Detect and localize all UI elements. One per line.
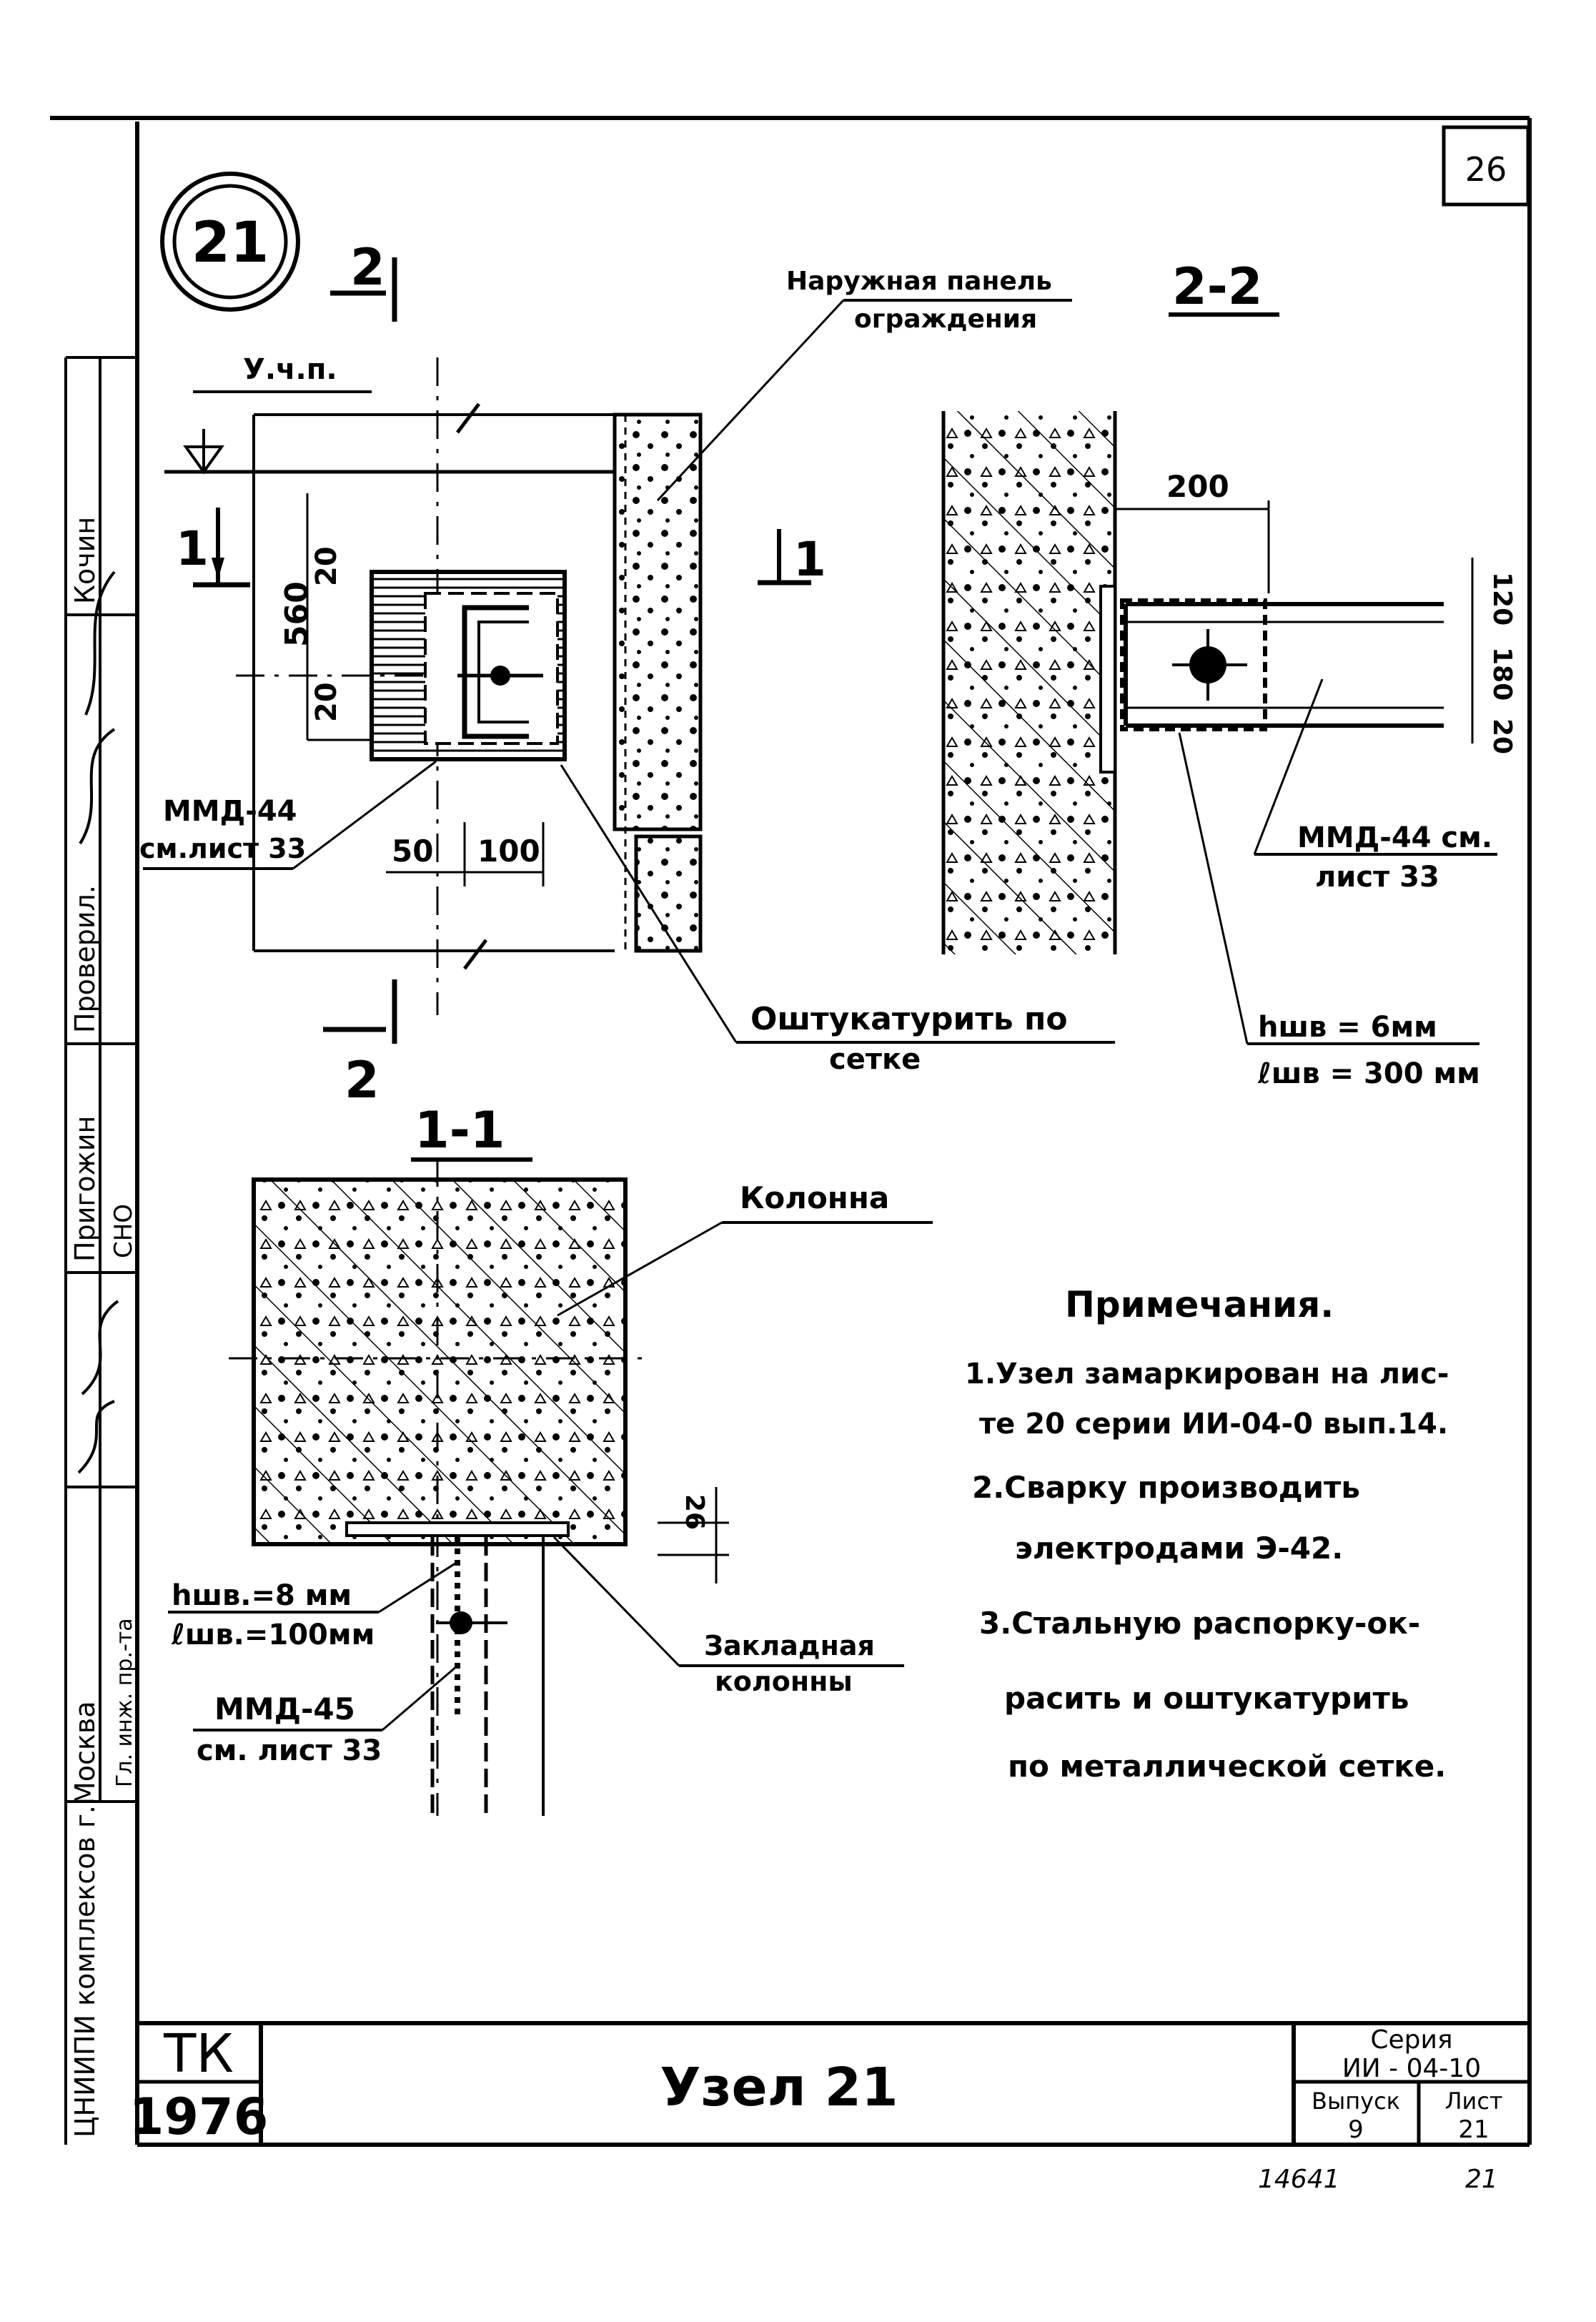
callout-embedded: Закладная колонны [552, 1536, 904, 1697]
svg-text:560: 560 [279, 581, 315, 647]
callout-mmd44-left: ММД-44 см.лист 33 [139, 760, 437, 870]
svg-text:9: 9 [1348, 2115, 1364, 2144]
svg-text:hшв.=8 мм: hшв.=8 мм [172, 1579, 352, 1612]
callout-weld-left: hшв.=8 мм ℓшв.=100мм [168, 1561, 458, 1651]
svg-text:3.Стальную распорку-ок-: 3.Стальную распорку-ок- [979, 1606, 1420, 1641]
svg-text:колонны: колонны [715, 1666, 853, 1697]
svg-text:ММД-44: ММД-44 [163, 795, 297, 828]
svg-text:СНО: СНО [109, 1204, 138, 1258]
svg-text:Лист: Лист [1444, 2088, 1502, 2115]
notes: Примечания. 1.Узел замаркирован на лис- … [965, 1284, 1449, 1784]
section-1-1: 1-1 26 [229, 1101, 729, 1816]
svg-text:120: 120 [1487, 572, 1517, 626]
svg-text:Гл. инж. пр.-та: Гл. инж. пр.-та [112, 1618, 137, 1787]
cut-mark-2-bottom: 2 [345, 1051, 380, 1110]
callout-column: Колонна [557, 1180, 933, 1317]
title-tk: ТК [163, 2023, 234, 2085]
svg-text:те 20 серии ИИ-04-0 вып.14.: те 20 серии ИИ-04-0 вып.14. [979, 1408, 1448, 1441]
callout-mmd44-right: ММД-44 см. лист 33 [1253, 678, 1497, 894]
svg-text:Наружная панель: Наружная панель [786, 267, 1052, 296]
cut-mark-2-top: 2 [350, 238, 385, 297]
bottom-note-left: 14641 [1258, 2165, 1340, 2194]
svg-text:электродами Э-42.: электродами Э-42. [1015, 1531, 1343, 1566]
svg-text:по металлической сетке.: по металлической сетке. [1008, 1749, 1446, 1784]
svg-text:У.ч.п.: У.ч.п. [243, 353, 337, 386]
svg-text:1-1: 1-1 [415, 1101, 505, 1160]
svg-text:см. лист 33: см. лист 33 [197, 1734, 382, 1767]
svg-text:hшв = 6мм: hшв = 6мм [1258, 1011, 1437, 1044]
svg-text:50: 50 [392, 834, 433, 869]
svg-text:Проверил.: Проверил. [69, 885, 101, 1033]
svg-text:26: 26 [680, 1494, 709, 1530]
svg-text:Пригожин: Пригожин [69, 1116, 101, 1262]
node-marker: 21 [160, 172, 300, 312]
svg-text:ИИ - 04-10: ИИ - 04-10 [1342, 2054, 1481, 2083]
plan-view: 2 2 1 1 У.ч.п. [164, 238, 826, 1110]
svg-text:сетке: сетке [829, 1043, 921, 1076]
svg-text:20: 20 [310, 682, 343, 722]
svg-text:см.лист 33: см.лист 33 [139, 833, 306, 864]
callout-plaster: Оштукатурить по сетке [560, 764, 1115, 1076]
svg-text:100: 100 [477, 834, 540, 869]
title-year: 1976 [129, 2088, 269, 2146]
svg-text:21: 21 [192, 211, 269, 275]
section-2-2: 2-2 200 120 180 20 [941, 257, 1517, 954]
svg-text:Серия: Серия [1370, 2025, 1452, 2055]
svg-text:ℓшв.=100мм: ℓшв.=100мм [171, 1619, 375, 1651]
svg-text:ММД-44 см.: ММД-44 см. [1297, 821, 1492, 854]
svg-text:1.Узел замаркирован на лис-: 1.Узел замаркирован на лис- [965, 1358, 1449, 1390]
svg-text:180: 180 [1487, 647, 1517, 701]
label-outer-panel: Наружная панель ограждения [656, 267, 1072, 502]
svg-text:Закладная: Закладная [704, 1630, 875, 1661]
svg-text:лист 33: лист 33 [1315, 861, 1439, 894]
cut-mark-1-left: 1 [176, 521, 209, 576]
svg-text:Оштукатурить по: Оштукатурить по [750, 1001, 1068, 1037]
svg-text:20: 20 [310, 546, 343, 586]
svg-text:ЦНИИПИ комплексов г.Москва: ЦНИИПИ комплексов г.Москва [69, 1701, 101, 2138]
svg-text:26: 26 [1465, 150, 1507, 189]
svg-text:Выпуск: Выпуск [1312, 2088, 1400, 2115]
svg-text:ММД-45: ММД-45 [214, 1691, 355, 1726]
notes-title: Примечания. [1065, 1284, 1334, 1325]
svg-text:2-2: 2-2 [1172, 257, 1262, 316]
svg-text:2.Сварку производить: 2.Сварку производить [972, 1470, 1360, 1505]
svg-text:20: 20 [1487, 718, 1517, 754]
drawing-title: Узел 21 [660, 2057, 898, 2118]
side-stamp: Кочин Проверил. Пригожин СНО Гл. инж. пр… [64, 356, 138, 2145]
svg-text:200: 200 [1166, 469, 1229, 504]
svg-text:расить и оштукатурить: расить и оштукатурить [1004, 1681, 1409, 1716]
svg-text:21: 21 [1458, 2115, 1489, 2144]
svg-text:ℓшв = 300 мм: ℓшв = 300 мм [1257, 1057, 1480, 1090]
title-block: ТК 1976 Узел 21 Серия ИИ - 04-10 Выпуск … [129, 2021, 1530, 2146]
svg-text:Кочин: Кочин [69, 517, 101, 604]
callout-weld-right: hшв = 6мм ℓшв = 300 мм [1178, 732, 1480, 1090]
cut-mark-1-right: 1 [793, 532, 826, 587]
sheet-frame [50, 116, 1532, 2147]
svg-text:Колонна: Колонна [740, 1180, 889, 1215]
sheet-number-box: 26 [1442, 125, 1530, 207]
bottom-note-right: 21 [1465, 2165, 1498, 2194]
callout-mmd45: ММД-45 см. лист 33 [193, 1664, 458, 1767]
svg-text:ограждения: ограждения [854, 305, 1037, 334]
